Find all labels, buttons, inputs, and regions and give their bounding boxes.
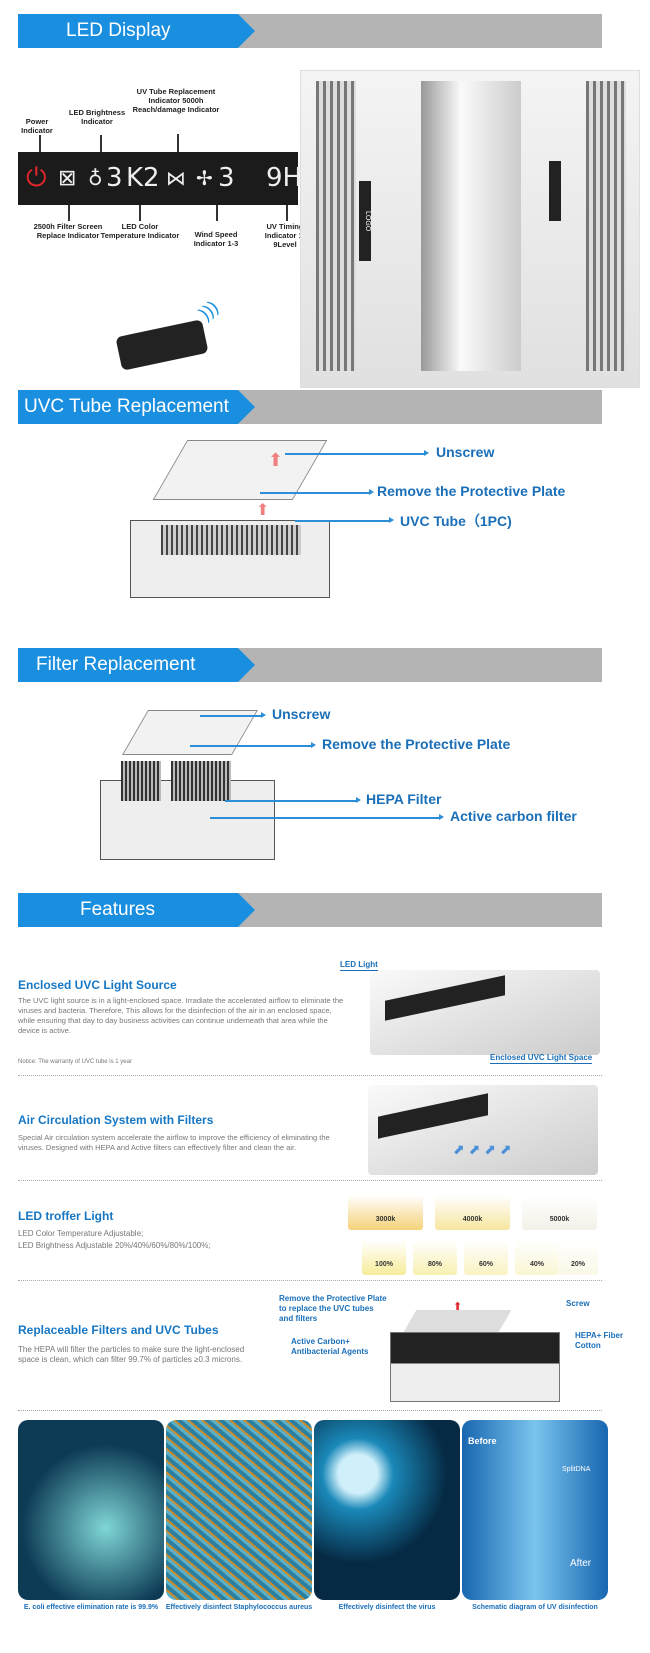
feature-text: LED Brightness Adjustable 20%/40%/60%/80… bbox=[18, 1241, 211, 1250]
brightness-20: 20% bbox=[558, 1240, 598, 1275]
led-display-panel: ⏻ ⊠ ♁ 3 K2 ⋈ ✢ 3 9H bbox=[18, 152, 302, 205]
callout-remove-plate: Remove the Protective Plate bbox=[377, 483, 566, 499]
brightness-60: 60% bbox=[464, 1240, 508, 1275]
section-banner-features: Features bbox=[18, 893, 602, 927]
product-logo: LOGO bbox=[359, 181, 371, 261]
led-light-label: LED Light bbox=[340, 960, 378, 971]
uvc-fixture-image bbox=[130, 520, 330, 598]
power-icon: ⏻ bbox=[26, 163, 47, 193]
feature-text: The HEPA will filter the particles to ma… bbox=[18, 1345, 245, 1364]
up-arrow-icon: ⬆ bbox=[453, 1301, 463, 1313]
product-image: LOGO bbox=[300, 70, 640, 388]
feature-text: LED Color Temperature Adjustable; bbox=[18, 1229, 144, 1238]
feature-text: Special Air circulation system accelerat… bbox=[18, 1133, 330, 1152]
ecoli-image bbox=[18, 1420, 164, 1600]
filter-icon: ⊠ bbox=[58, 166, 77, 191]
after-label: After bbox=[570, 1558, 592, 1569]
brightness-indicator-label: LED Brightness Indicator bbox=[68, 108, 126, 126]
fan-icon: ✢ bbox=[196, 166, 213, 190]
protective-plate-image bbox=[152, 440, 328, 500]
section-title: Features bbox=[18, 893, 255, 927]
virus-image bbox=[314, 1420, 460, 1600]
airflow-image: ⬈ ⬈ ⬈ ⬈ bbox=[368, 1085, 598, 1175]
timer-value: 9H bbox=[266, 163, 303, 193]
power-indicator-label: Power Indicator bbox=[21, 117, 53, 135]
screw-label: Screw bbox=[566, 1299, 590, 1308]
enclosed-space-label: Enclosed UVC Light Space bbox=[490, 1053, 593, 1064]
callout-uvc-tube: UVC Tube（1PC) bbox=[400, 513, 512, 529]
feature-title: Enclosed UVC Light Source bbox=[18, 978, 177, 992]
gallery-caption: E. coli effective elimination rate is 99… bbox=[23, 1604, 159, 1611]
remote-control bbox=[115, 319, 209, 371]
section-title: UVC Tube Replacement bbox=[18, 390, 255, 424]
remove-plate-label: Remove the Protective Plate to replace t… bbox=[279, 1294, 387, 1323]
filter-indicator-label: 2500h Filter Screen Replace Indicator bbox=[33, 222, 103, 240]
temp-4000k: 4000k bbox=[435, 1195, 510, 1230]
brightness-40: 40% bbox=[515, 1240, 559, 1275]
gallery-caption: Effectively disinfect Staphylococcus aur… bbox=[165, 1604, 313, 1611]
feature-title: Replaceable Filters and UVC Tubes bbox=[18, 1323, 219, 1337]
callout-unscrew: Unscrew bbox=[436, 444, 495, 460]
callout-remove-plate: Remove the Protective Plate bbox=[322, 736, 511, 752]
section-title: LED Display bbox=[18, 14, 255, 48]
brightness-value: 3 bbox=[106, 163, 123, 193]
temp-3000k: 3000k bbox=[348, 1195, 423, 1230]
section-title: Filter Replacement bbox=[18, 648, 255, 682]
brightness-100: 100% bbox=[362, 1240, 406, 1275]
protective-plate-image bbox=[122, 710, 258, 755]
section-banner-led-display: LED Display bbox=[18, 14, 602, 48]
brightness-80: 80% bbox=[413, 1240, 457, 1275]
filter-fixture-image bbox=[100, 761, 275, 860]
plate-image bbox=[403, 1310, 512, 1332]
bulb-icon: ♁ bbox=[88, 166, 103, 190]
feature-title: LED troffer Light bbox=[18, 1209, 114, 1223]
enclosed-uvc-image bbox=[370, 970, 600, 1055]
feature-title: Air Circulation System with Filters bbox=[18, 1113, 214, 1127]
gallery-caption: Schematic diagram of UV disinfection bbox=[472, 1604, 598, 1611]
callout-hepa-filter: HEPA Filter bbox=[366, 791, 442, 807]
wind-value: 3 bbox=[218, 163, 235, 193]
feature-text: The UVC light source is in a light-enclo… bbox=[18, 996, 344, 1035]
warranty-notice: Notice: The warranty of UVC tube is 1 ye… bbox=[18, 1059, 132, 1065]
callout-carbon-filter: Active carbon filter bbox=[450, 808, 577, 824]
before-label: Before bbox=[468, 1436, 497, 1446]
uv-timing-indicator-label: UV Timing Indicator 1-9Level bbox=[264, 222, 306, 249]
section-banner-uvc: UVC Tube Replacement bbox=[18, 390, 602, 424]
section-banner-filter: Filter Replacement bbox=[18, 648, 602, 682]
callout-unscrew: Unscrew bbox=[272, 706, 331, 722]
wind-speed-indicator-label: Wind Speed Indicator 1-3 bbox=[193, 230, 239, 248]
color-temp-value: K2 bbox=[126, 163, 160, 193]
color-temp-indicator-label: LED Color Temperature Indicator bbox=[100, 222, 180, 240]
uv-tube-icon: ⋈ bbox=[166, 166, 186, 190]
carbon-label: Active Carbon+ Antibacterial Agents bbox=[291, 1337, 369, 1356]
fixture-image bbox=[390, 1332, 560, 1402]
uv-tube-indicator-label: UV Tube Replacement Indicator 5000h Reac… bbox=[132, 87, 220, 114]
splitdna-label: SplitDNA bbox=[562, 1466, 591, 1473]
up-arrow-icon: ⬆ bbox=[268, 450, 284, 470]
dna-image: Before SplitDNA After bbox=[462, 1420, 608, 1600]
gallery-caption: Effectively disinfect the virus bbox=[338, 1604, 436, 1611]
up-arrow-icon: ⬆ bbox=[256, 502, 270, 519]
staphylococcus-image bbox=[166, 1420, 312, 1600]
hepa-label: HEPA+ Fiber Cotton bbox=[575, 1331, 624, 1350]
temp-5000k: 5000k bbox=[522, 1195, 597, 1230]
